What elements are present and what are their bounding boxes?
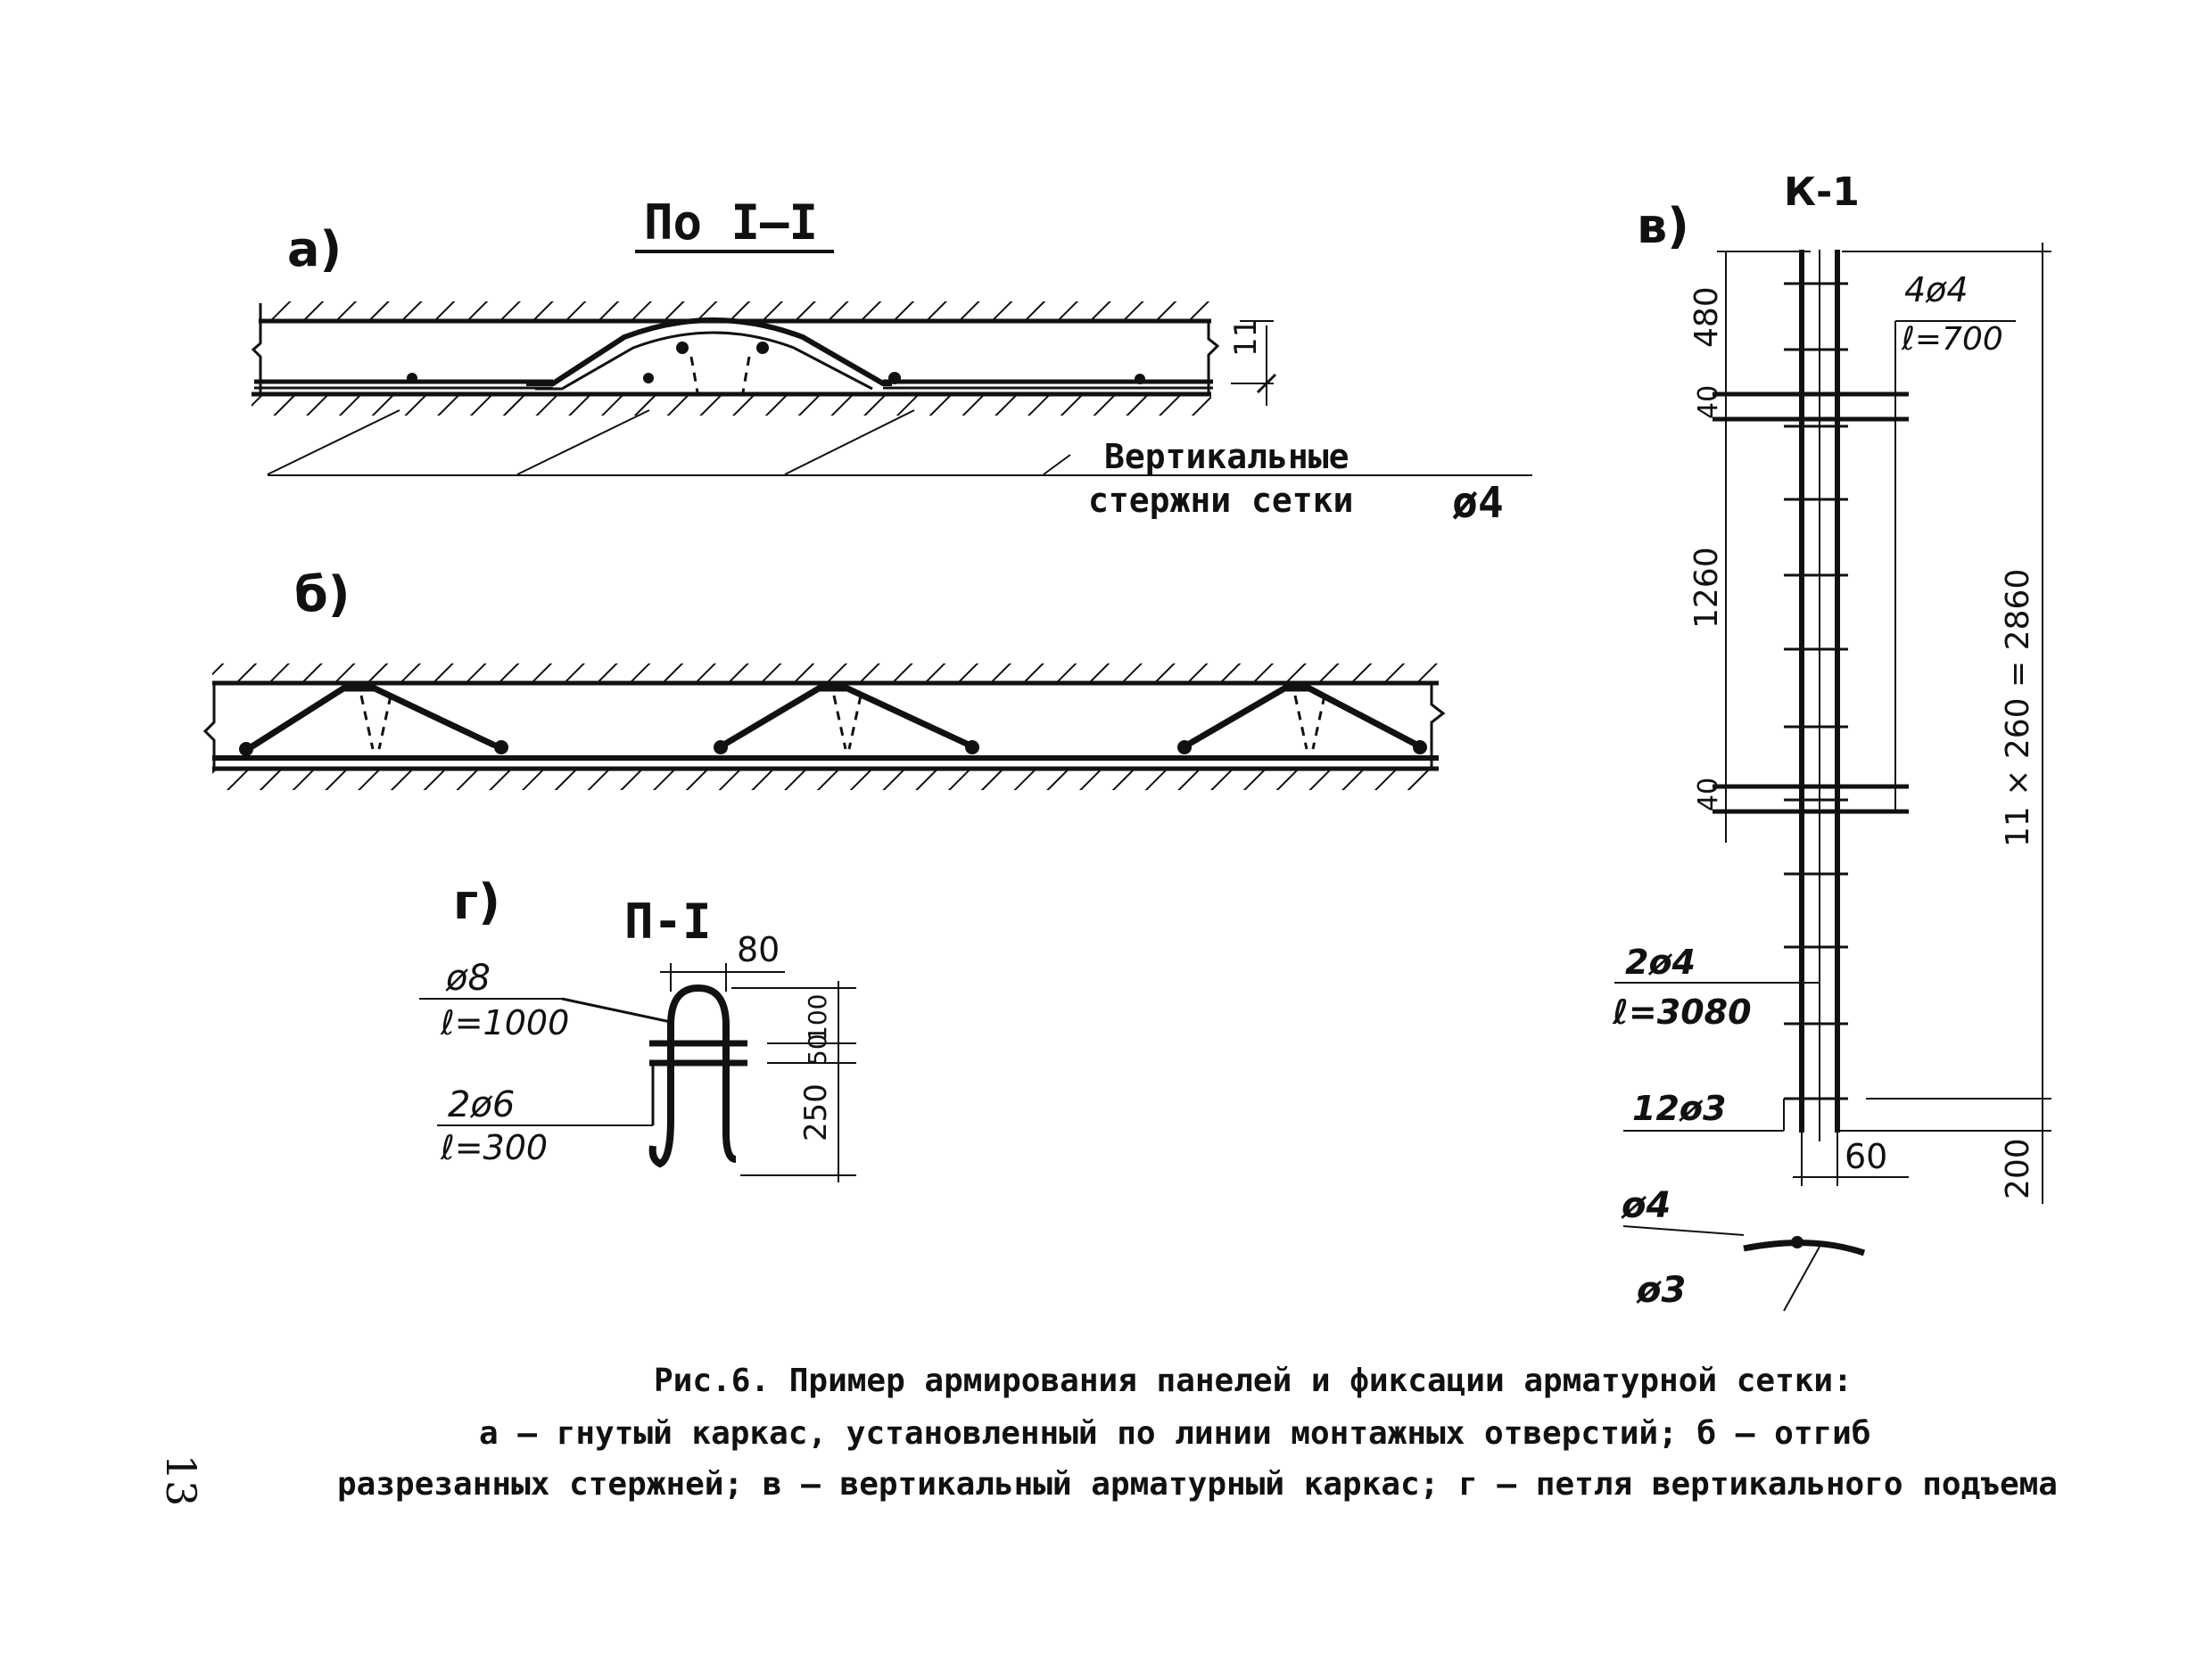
dim-50: 50 xyxy=(803,1034,832,1066)
fig-a: а) По I–I 11 xyxy=(251,194,1532,528)
frame-title: К-1 xyxy=(1784,169,1860,215)
rod-top-count: 4ø4 xyxy=(1904,270,1969,309)
rod-mid-len: ℓ=3080 xyxy=(1612,993,1752,1032)
caption-line-2: а – гнутый каркас, установленный по лини… xyxy=(479,1415,1871,1452)
bent-frame xyxy=(526,317,892,386)
lifting-loop xyxy=(667,984,737,1163)
slab-b-top-hatch xyxy=(212,663,1439,683)
frame-rungs xyxy=(1784,282,1848,1100)
dim-1260: 1260 xyxy=(1688,547,1725,629)
slab-a-top-hatch xyxy=(259,301,1211,321)
fig-v: в) К-1 4ø4 ℓ=700 xyxy=(1612,169,2051,1312)
note-vertical-rods-1: Вертикальные xyxy=(1104,437,1349,476)
rod-bottom: 12ø3 xyxy=(1632,1089,1726,1128)
dim-80: 80 xyxy=(737,930,780,969)
slab-b-bottom-hatch xyxy=(212,770,1439,790)
rod-top-len: ℓ=700 xyxy=(1901,321,2003,358)
dim-250: 250 xyxy=(798,1083,834,1141)
fig-b: б) xyxy=(202,566,1446,790)
rod-mid-count: 2ø4 xyxy=(1625,943,1696,982)
section-dia3: ø3 xyxy=(1636,1270,1686,1311)
loop-title: П-I xyxy=(624,894,712,950)
dim-total: 11 × 260 = 2860 xyxy=(2000,569,2036,847)
slab-a-bottom-hatch xyxy=(252,396,1211,416)
caption-line-3: разрезанных стержней; в – вертикальный а… xyxy=(337,1466,2058,1503)
rod2-len: ℓ=300 xyxy=(440,1128,548,1167)
dim-200: 200 xyxy=(2000,1138,2036,1199)
fig-g: г) П-I 80 100 50 250 ø8 ℓ=1000 2ø6 ℓ=300 xyxy=(419,874,856,1182)
fig-v-letter: в) xyxy=(1637,198,1689,254)
fig-g-letter: г) xyxy=(453,874,500,930)
section-dia4: ø4 xyxy=(1621,1185,1671,1226)
page-number: 13 xyxy=(157,1454,205,1507)
fig-b-letter: б) xyxy=(294,566,350,622)
rod1-len: ℓ=1000 xyxy=(440,1003,569,1042)
dim-100: 100 xyxy=(803,994,832,1042)
dim-40-top: 40 xyxy=(1693,385,1724,419)
fig-a-section-title: По I–I xyxy=(644,194,818,251)
dim-60: 60 xyxy=(1845,1137,1887,1176)
caption-line-1: Рис.6. Пример армирования панелей и фикс… xyxy=(654,1363,1853,1399)
note-rod-diameter: ø4 xyxy=(1452,478,1504,528)
note-vertical-rods-2: стержни сетки xyxy=(1088,481,1353,520)
fig-a-letter: а) xyxy=(287,221,342,277)
dim-40-bottom: 40 xyxy=(1693,778,1724,811)
dim-480: 480 xyxy=(1688,286,1725,348)
rod1-dia: ø8 xyxy=(445,958,491,999)
rod-section-detail xyxy=(1743,1240,1866,1256)
rod2-dia: 2ø6 xyxy=(448,1084,515,1125)
dim-11: 11 xyxy=(1228,318,1264,357)
